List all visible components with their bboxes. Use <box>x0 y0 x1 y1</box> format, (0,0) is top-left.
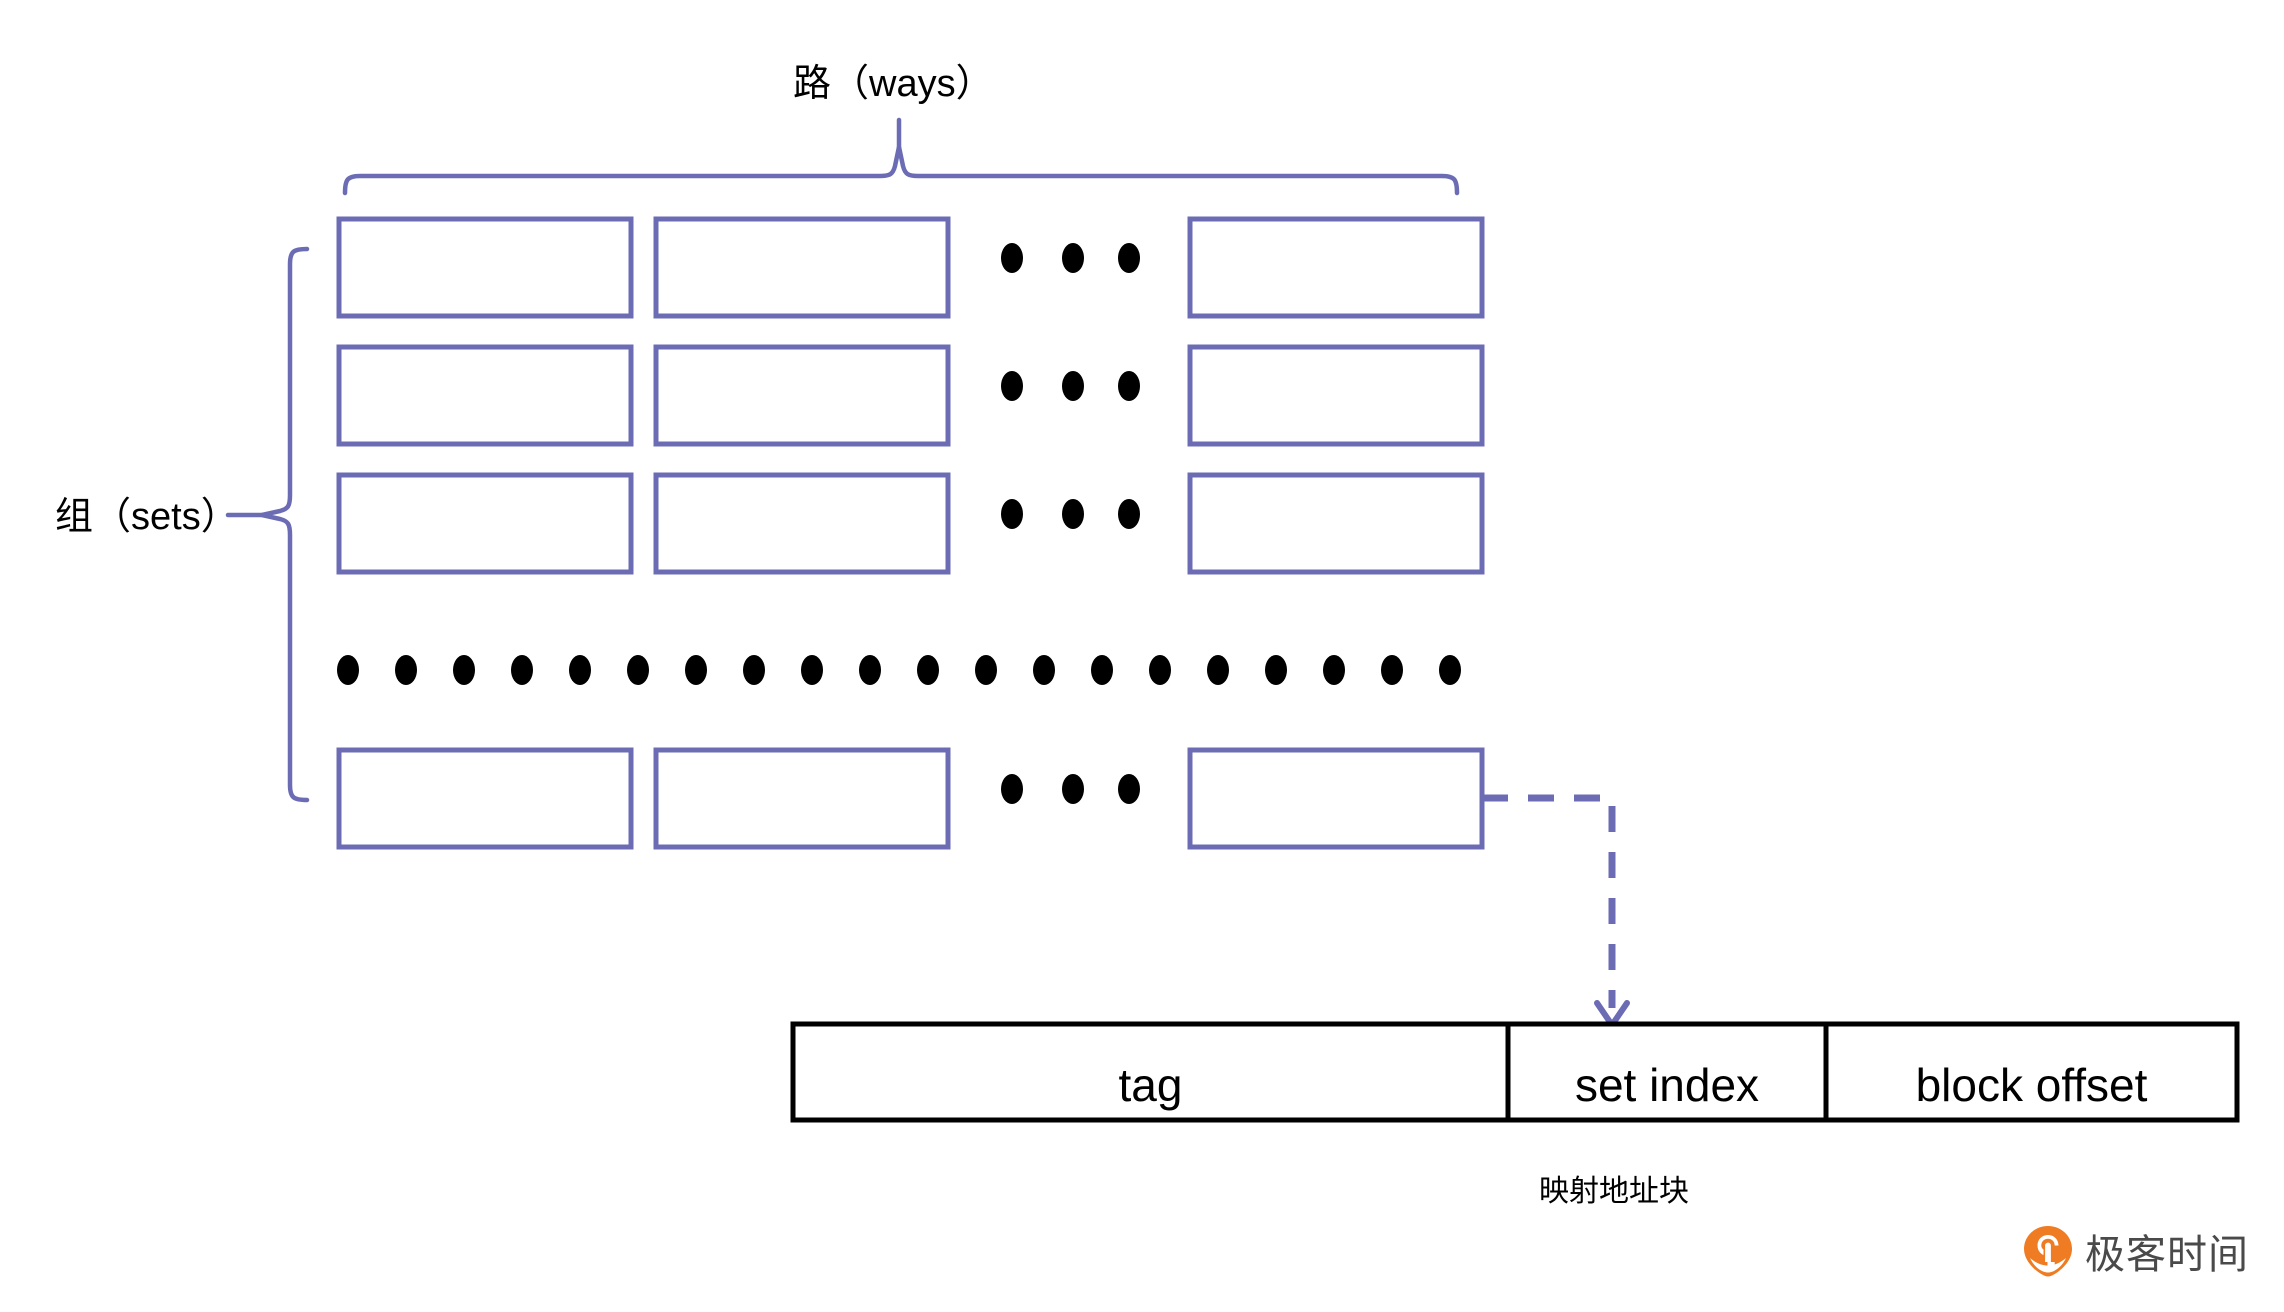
cache-cell[interactable] <box>653 472 951 575</box>
row-ellipsis-dots <box>1001 499 1140 529</box>
cache-row-1 <box>336 216 1485 319</box>
address-block-bar <box>790 1021 2240 1123</box>
cache-cell[interactable] <box>1187 472 1485 575</box>
ways-label: 路（ways） <box>793 63 994 105</box>
vertical-ellipsis-dots <box>337 655 1461 685</box>
sets-brace <box>225 246 310 803</box>
geektime-pin-icon <box>2024 1226 2072 1277</box>
cache-cell[interactable] <box>336 472 634 575</box>
sets-label: 组（sets） <box>55 496 239 538</box>
cache-cell[interactable] <box>653 344 951 447</box>
cache-cell[interactable] <box>336 344 634 447</box>
cache-row-3 <box>336 472 1485 575</box>
cache-cell[interactable] <box>336 216 634 319</box>
row-ellipsis-dots <box>1001 371 1140 401</box>
address-segment-set-index-label: set index <box>1574 1059 1760 1111</box>
row-ellipsis-dots <box>1001 774 1140 804</box>
address-block-outline <box>790 1021 2240 1123</box>
cache-cell-mapped[interactable] <box>1187 747 1485 850</box>
row-ellipsis-dots <box>1001 243 1140 273</box>
watermark-text: 极客时间 <box>2085 1233 2249 1277</box>
watermark: 极客时间 <box>2021 1222 2249 1280</box>
cache-row-2 <box>336 344 1485 447</box>
cache-cell[interactable] <box>653 747 951 850</box>
cache-cell[interactable] <box>1187 344 1485 447</box>
cache-row-last <box>336 747 1485 850</box>
cache-cell[interactable] <box>653 216 951 319</box>
mapping-connector-arrow <box>1482 794 1630 1028</box>
address-block-caption: 映射地址块 <box>1539 1175 1689 1208</box>
address-segment-tag-label: tag <box>1118 1059 1183 1111</box>
cache-cell[interactable] <box>1187 216 1485 319</box>
address-segment-block-offset-label: block offset <box>1915 1059 2148 1111</box>
cache-cell[interactable] <box>336 747 634 850</box>
ways-brace <box>342 117 1460 196</box>
